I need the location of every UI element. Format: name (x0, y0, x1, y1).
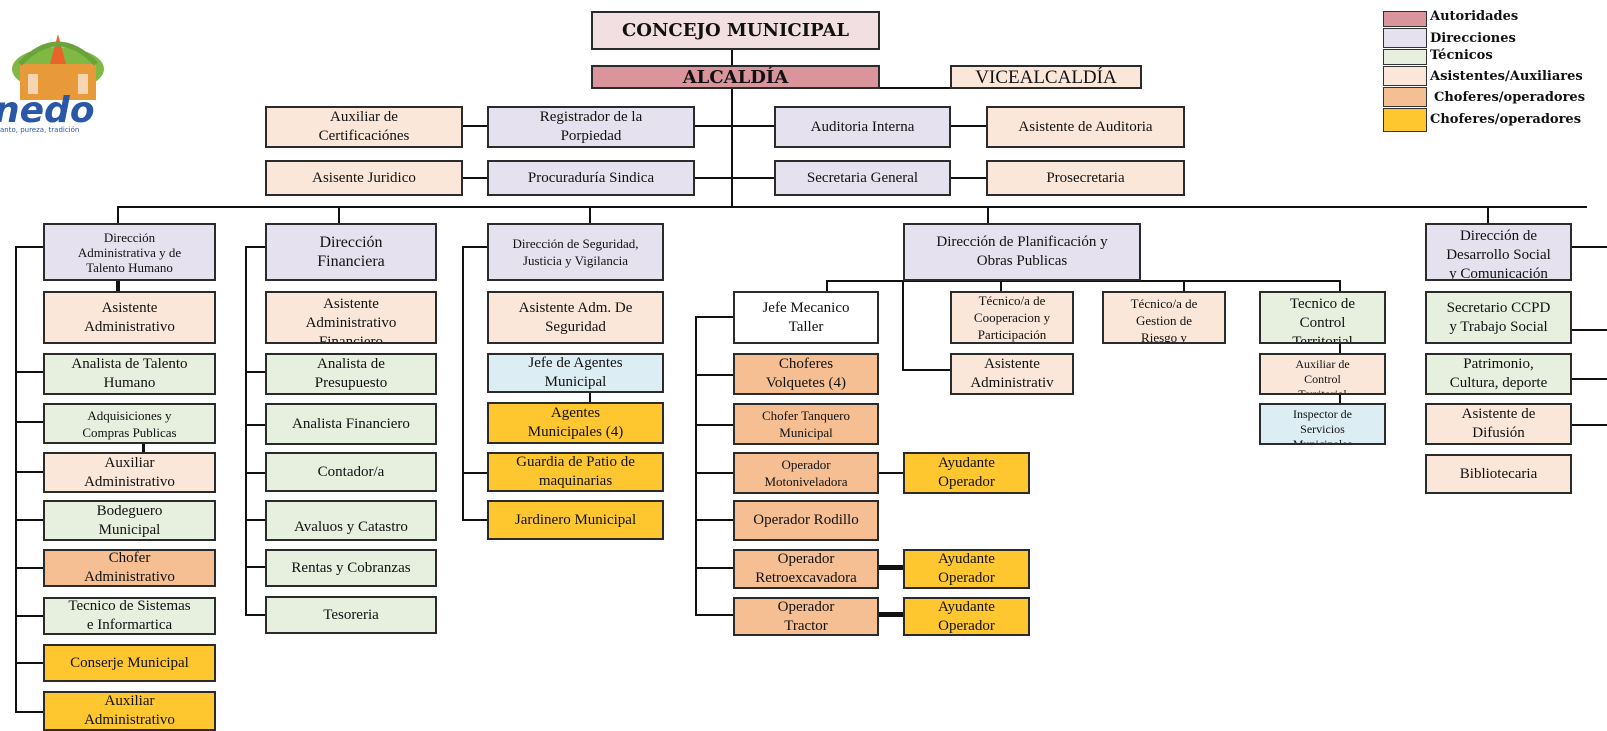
col1-item: Conserje Municipal (43, 644, 216, 682)
logo-tagline: anto, pureza, tradición (0, 126, 79, 134)
ayudante-operador-box: Ayudante Operador (903, 549, 1030, 589)
col2-item: Analista de Presupuesto (265, 353, 437, 395)
legend-swatch (1383, 108, 1427, 132)
municipal-logo: nedo anto, pureza, tradición (0, 34, 104, 134)
direccion-administrativa-box: Dirección Administrativa y de Talento Hu… (43, 223, 216, 281)
vicealcaldia-box: VICEALCALDÍA (950, 65, 1142, 89)
ayudante-operador-box: Ayudante Operador (903, 452, 1030, 494)
taller-item: Operador Rodillo (733, 500, 879, 541)
direccion-seguridad-box: Dirección de Seguridad, Justicia y Vigil… (487, 223, 664, 281)
col5-item: Secretario CCPD y Trabajo Social (1425, 291, 1572, 344)
legend-label: Asistentes/Auxiliares (1430, 69, 1583, 84)
prosecretaria-box: Prosecretaria (986, 160, 1185, 196)
legend-label: Técnicos (1430, 48, 1493, 63)
legend-label: Direcciones (1430, 31, 1516, 46)
asisente-juridico-box: Asisente Juridico (265, 160, 463, 196)
col5-item: Patrimonio, Cultura, deporte (1425, 353, 1572, 395)
taller-item: Operador Tractor (733, 597, 879, 636)
procuraduria-sindica-box: Procuraduría Sindica (487, 160, 695, 196)
col1-item: Analista de Talento Humano (43, 353, 216, 395)
direccion-desarrollo-social-box: Dirección de Desarrollo Social y Comunic… (1425, 223, 1572, 281)
taller-item: Chofer Tanquero Municipal (733, 403, 879, 445)
col1-item: Asistente Administrativo (43, 291, 216, 344)
secretaria-general-box: Secretaria General (774, 160, 951, 196)
alcaldia-box: ALCALDÍA (591, 65, 880, 89)
col1-item: Bodeguero Municipal (43, 500, 216, 541)
col2-item: Rentas y Cobranzas (265, 549, 437, 587)
registrador-propiedad-box: Registrador de la Porpiedad (487, 106, 695, 148)
legend-swatch (1383, 87, 1427, 107)
auditoria-interna-box: Auditoria Interna (774, 106, 951, 148)
col3-item: Asistente Adm. De Seguridad (487, 291, 664, 344)
tecnico-gestion-riesgo-box: Técnico/a de Gestion de Riesgo y (1102, 291, 1226, 344)
legend-swatch (1383, 11, 1427, 27)
col3-item: Jardinero Municipal (487, 500, 664, 540)
legend-swatch (1383, 66, 1427, 86)
taller-item: Operador Motoniveladora (733, 452, 879, 494)
col1-item: Tecnico de Sistemas e Informartica (43, 597, 216, 635)
col1-item: Adquisiciones y Compras Publicas (43, 403, 216, 444)
col2-item: Avaluos y Catastro (265, 500, 437, 541)
col1-item: Auxiliar Administrativo (43, 452, 216, 493)
col3-item: Agentes Municipales (4) (487, 402, 664, 444)
asistente-auditoria-box: Asistente de Auditoria (986, 106, 1185, 148)
logo-text: nedo (0, 90, 95, 131)
col2-item: Asistente Administrativo Financiero (265, 291, 437, 344)
inspector-servicios-box: Inspector de Servicios Municipales (1259, 403, 1386, 445)
ayudante-operador-box: Ayudante Operador (903, 597, 1030, 636)
jefe-mecanico-taller-box: Jefe Mecanico Taller (733, 291, 879, 344)
col2-item: Analista Financiero (265, 403, 437, 445)
col3-item: Guardia de Patio de maquinarias (487, 452, 664, 492)
legend-swatch (1383, 49, 1427, 65)
auxiliar-control-territorial-box: Auxiliar de Control Territorial (1259, 353, 1386, 395)
col1-item: Auxiliar Administrativo (43, 691, 216, 731)
legend-label: Choferes/operadores (1434, 90, 1586, 105)
concejo-municipal-box: CONCEJO MUNICIPAL (591, 11, 880, 50)
col2-item: Tesoreria (265, 596, 437, 634)
col5-item: Asistente de Difusión (1425, 403, 1572, 445)
legend-swatch (1383, 28, 1427, 48)
asistente-administrativo-planificacion-box: Asistente Administrativ (950, 353, 1074, 395)
tecnico-control-territorial-box: Tecnico de Control Territorial (1259, 291, 1386, 344)
legend-label: Choferes/operadores (1430, 112, 1582, 127)
taller-item: Choferes Volquetes (4) (733, 353, 879, 395)
auxiliar-certificaciones-box: Auxiliar de Certificaciónes (265, 106, 463, 148)
legend-label: Autoridades (1430, 9, 1519, 24)
taller-item: Operador Retroexcavadora (733, 549, 879, 589)
col1-item: Chofer Administrativo (43, 549, 216, 587)
col3-item: Jefe de Agentes Municipal (487, 353, 664, 393)
col2-item: Contador/a (265, 452, 437, 492)
col5-item: Bibliotecaria (1425, 454, 1572, 494)
tecnico-cooperacion-box: Técnico/a de Cooperacion y Participación (950, 291, 1074, 344)
direccion-financiera-box: Dirección Financiera (265, 223, 437, 281)
direccion-planificacion-box: Dirección de Planificación y Obras Publi… (903, 223, 1141, 281)
